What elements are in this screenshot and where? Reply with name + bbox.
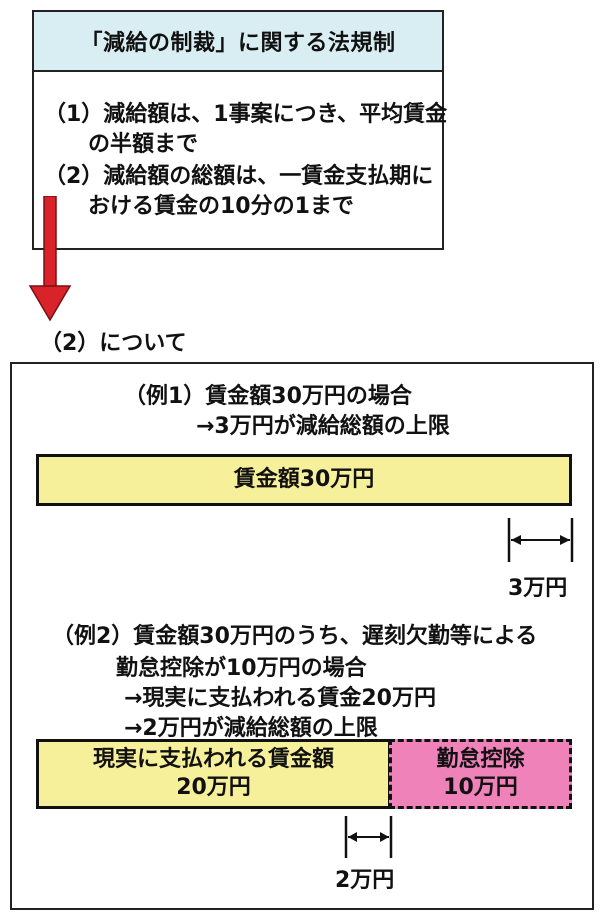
example-2-result: →2万円が減給総額の上限	[124, 716, 378, 741]
wage-bar-30man: 賃金額30万円	[36, 454, 572, 506]
example-2-heading: （例2）賃金額30万円のうち、遅刻欠勤等による	[52, 624, 538, 649]
deduction-bar-label: 勤怠控除	[436, 747, 525, 772]
about-item-2-label: （2）について	[40, 331, 187, 356]
measure-arrow-2man-icon	[344, 816, 393, 858]
law-title: 「減給の制裁」に関する法規制	[80, 31, 396, 56]
deduction-bar-amount: 10万円	[443, 775, 518, 800]
example-2-deduction-text: 勤怠控除が10万円の場合	[116, 656, 367, 681]
measure-label-2man: 2万円	[335, 868, 395, 893]
red-down-arrow-icon	[28, 196, 72, 322]
actual-wage-bar: 現実に支払われる賃金額 20万円	[36, 739, 391, 809]
measure-arrow-3man-icon	[507, 518, 574, 562]
example-1-result: →3万円が減給総額の上限	[196, 414, 450, 439]
law-item-1-line-2: の半額まで	[44, 132, 199, 157]
law-box-header: 「減給の制裁」に関する法規制	[34, 12, 442, 72]
measure-label-3man: 3万円	[508, 576, 568, 601]
law-regulation-box: 「減給の制裁」に関する法規制 （1）減給額は、1事案につき、平均賃金 の半額まで…	[32, 10, 448, 250]
example-2-actual-wage: →現実に支払われる賃金20万円	[124, 686, 436, 711]
wage-bar-label: 賃金額30万円	[233, 467, 375, 492]
actual-wage-bar-label: 現実に支払われる賃金額	[93, 747, 334, 772]
law-item-2-line-2: おける賃金の10分の1まで	[44, 194, 354, 219]
actual-wage-bar-amount: 20万円	[176, 775, 251, 800]
example-1-heading: （例1）賃金額30万円の場合	[124, 384, 412, 409]
example-box: （例1）賃金額30万円の場合 →3万円が減給総額の上限 賃金額30万円 3万円 …	[10, 362, 594, 910]
law-item-1-line-1: （1）減給額は、1事案につき、平均賃金	[44, 102, 448, 127]
attendance-deduction-bar: 勤怠控除 10万円	[389, 739, 572, 809]
law-item-2-line-1: （2）減給額の総額は、一賃金支払期に	[44, 164, 434, 189]
